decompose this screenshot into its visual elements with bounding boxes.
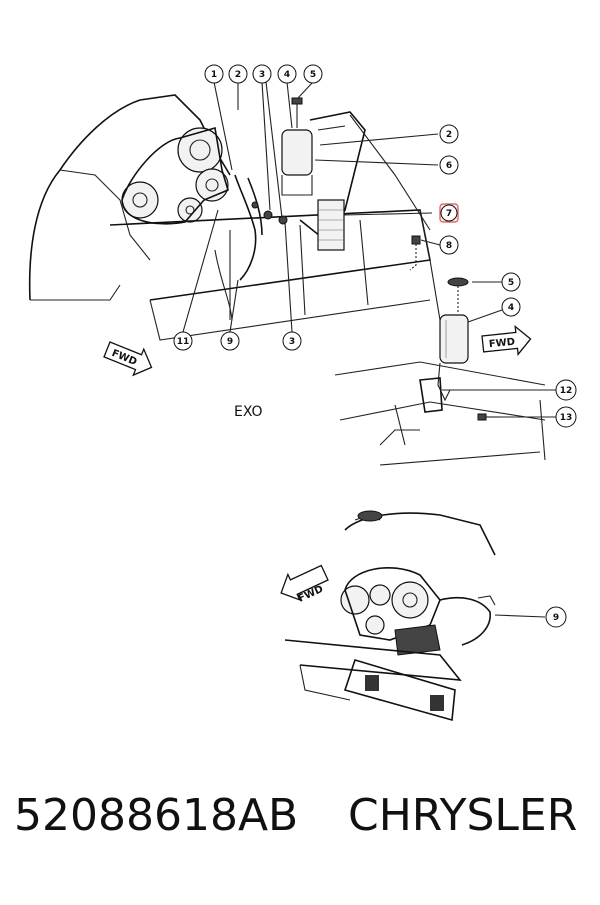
callout-4: 4 [284,70,290,80]
reservoir-cap-main [291,97,303,105]
fwd-label-detail: FWD [488,337,515,351]
pulley-small [177,197,203,223]
callouts-top-group: 1 2 3 4 5 [204,64,323,84]
callout-9-bottom: 9 [553,613,559,623]
callout-2-right: 2 [446,130,452,140]
callout-12: 12 [560,386,573,396]
part-number: 52088618AB [14,790,299,841]
callout-9: 9 [227,337,233,347]
callout-11: 11 [177,337,190,347]
pulley-large [177,127,223,173]
callout-13: 13 [560,413,573,423]
callout-8: 8 [446,241,452,251]
detail-view-reservoir: 5 4 12 13 [334,272,577,466]
callout-3-bottom: 3 [289,337,295,347]
callout-5: 5 [310,70,316,80]
reservoir-4-detail [439,314,469,364]
bolt-8 [411,235,421,245]
engine-view-bottom: 9 [284,510,567,722]
callout-6: 6 [446,161,452,171]
brand-name: CHRYSLER [348,790,578,841]
callouts-bottom-group: 11 9 3 [173,331,302,351]
reservoir-main [281,129,313,176]
cooler [317,199,345,251]
engine-view-main [28,94,446,351]
callout-circle [204,64,224,84]
view-label: EXO [234,404,263,420]
callout-5-detail: 5 [508,278,514,288]
fwd-arrow-bottom [280,564,329,601]
callout-3: 3 [259,70,265,80]
callout-1: 1 [211,70,217,80]
leaders-top [182,81,441,333]
fwd-arrow-main: FWD [103,341,153,377]
footer: 52088618AB CHRYSLER [0,790,600,870]
fwd-arrow-detail: FWD [481,324,532,356]
callouts-right-group: 2 6 7 8 [439,124,459,255]
callout-4-detail: 4 [508,303,514,313]
cap-5-detail [447,277,469,287]
callout-7: 7 [446,209,452,219]
callout-2: 2 [235,70,241,80]
